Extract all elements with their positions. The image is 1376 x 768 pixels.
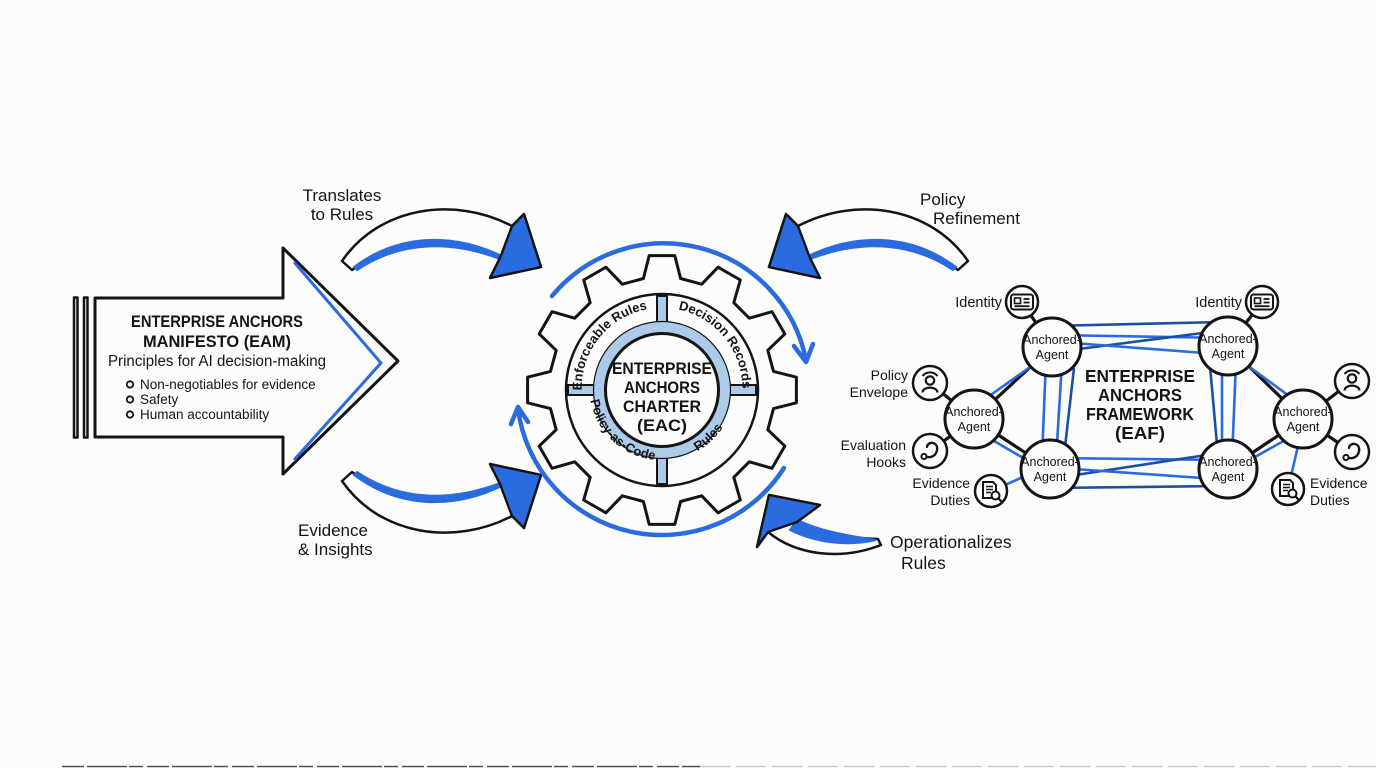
agent-label-line1: Anchored-: [1274, 405, 1332, 419]
agent-circle: [1197, 438, 1259, 500]
flow-label-evidence-2: & Insights: [298, 540, 373, 559]
agent-label-line1: Anchored-: [1199, 332, 1257, 346]
flow-evidence-insights: Evidence & Insights: [298, 462, 543, 559]
identity-label-right: Identity: [1195, 295, 1242, 311]
identity-icon: [1004, 284, 1040, 320]
eam-spine-bar: [82, 296, 89, 439]
evaluation-hooks-label-line2: Hooks: [866, 454, 906, 470]
network-edge: [1051, 333, 1229, 340]
evidence-duties-label-right-line1: Evidence: [1310, 475, 1368, 491]
policy-envelope-label-line2: Envelope: [850, 384, 909, 400]
flow-label-translates-1: Translates: [303, 186, 382, 205]
evidence-duties-icon: [973, 473, 1009, 509]
flow-operationalizes-rules: Operationalizes Rules: [755, 493, 1012, 573]
agent-label-line1: Anchored-: [1021, 455, 1079, 469]
agent-circle: [943, 388, 1005, 450]
agent-label-line1: Anchored-: [945, 405, 1003, 419]
agent-node-left-top: Anchored- Agent: [1021, 316, 1083, 378]
agent-label-line2: Agent: [1212, 470, 1245, 484]
policy-envelope-label-line1: Policy: [871, 367, 908, 383]
flow-arrow-head: [488, 462, 543, 530]
network-edge: [1047, 484, 1223, 490]
agent-node-right-mid: Anchored- Agent: [1272, 388, 1334, 450]
bullet-icon: [125, 380, 135, 389]
agent-node-left-mid: Anchored- Agent: [943, 388, 1005, 450]
policy-envelope-icon: [911, 364, 949, 402]
flow-label-operationalizes-2: Rules: [901, 553, 946, 573]
eam-title-line1: ENTERPRISE ANCHORS: [131, 312, 303, 331]
flow-label-policy-2: Refinement: [933, 209, 1020, 228]
rotation-ring-arc-bottom: [515, 406, 787, 538]
eam-bullet-list: Non-negotiables for evidence Safety Huma…: [125, 377, 316, 422]
agent-circle: [1021, 316, 1083, 378]
evidence-duties-icon: [1270, 471, 1306, 507]
agent-label-line2: Agent: [958, 420, 991, 434]
network-edge: [1047, 320, 1223, 328]
eam-manifesto: ENTERPRISE ANCHORS MANIFESTO (EAM) Princ…: [72, 246, 400, 476]
eaf-title-line2: ANCHORS: [1098, 385, 1182, 405]
eac-charter: Enforceable Rules Decision Records Polic…: [508, 241, 816, 538]
evidence-duties-label-left-line1: Evidence: [912, 475, 970, 491]
agent-circle: [1197, 315, 1259, 377]
bullet-icon: [125, 410, 135, 419]
eam-title-line2: MANIFESTO (EAM): [143, 332, 291, 351]
network-edge: [1062, 367, 1076, 457]
agent-circle: [1019, 438, 1081, 500]
eac-title-line3: CHARTER: [623, 397, 701, 416]
flow-translates-to-rules: Translates to Rules: [303, 186, 543, 280]
eam-arrow-inner-chevron: [292, 261, 383, 462]
evidence-duties-label-right-line2: Duties: [1310, 492, 1350, 508]
agent-node-right-bottom: Anchored- Agent: [1197, 438, 1259, 500]
evaluation-hooks-icon: [911, 432, 949, 470]
flow-arrow-swoosh: [788, 518, 877, 545]
agent-node-right-top: Anchored- Agent: [1197, 315, 1259, 377]
identity-icon: [1244, 284, 1280, 320]
policy-envelope-icon: [1333, 362, 1371, 400]
network-edge: [1055, 450, 1227, 480]
agent-node-left-bottom: Anchored- Agent: [1019, 438, 1081, 500]
charter-center-circle: [604, 332, 720, 448]
eaf-title-line1: ENTERPRISE: [1085, 366, 1195, 386]
flow-policy-refinement: Policy Refinement: [767, 190, 1020, 280]
eam-subtitle: Principles for AI decision-making: [108, 353, 326, 370]
eaf-title-line3: FRAMEWORK: [1086, 404, 1194, 424]
rotation-ring-arc-top: [549, 241, 809, 363]
rotation-ring-arrowhead-right: [791, 341, 816, 365]
bullet-icon: [125, 395, 135, 404]
eaf-title-line4: (EAF): [1115, 423, 1165, 443]
evidence-duties-label-left-line2: Duties: [930, 492, 970, 508]
flow-label-operationalizes-1: Operationalizes: [890, 532, 1012, 552]
evaluation-hooks-label-line1: Evaluation: [841, 437, 906, 453]
eam-arrow-shape: [93, 246, 400, 476]
agent-label-line1: Anchored-: [1199, 455, 1257, 469]
agent-label-line2: Agent: [1287, 420, 1320, 434]
agent-circle: [1272, 388, 1334, 450]
flow-label-policy-1: Policy: [920, 190, 966, 209]
flow-label-translates-2: to Rules: [311, 205, 373, 224]
eac-title-line4: (EAC): [637, 416, 687, 435]
rotation-ring-arrowhead-left: [508, 404, 531, 427]
eac-title-line2: ANCHORS: [624, 378, 700, 397]
agent-label-line2: Agent: [1034, 470, 1067, 484]
flow-arrow-head: [767, 212, 822, 280]
identity-label-left: Identity: [955, 295, 1002, 311]
eam-spine-bar: [72, 296, 79, 439]
network-edge: [1051, 456, 1229, 462]
agent-label-line2: Agent: [1036, 348, 1069, 362]
flow-arrow-head: [488, 212, 543, 280]
eaf-framework: Anchored- Agent Anchored- Agent Anchored…: [841, 284, 1371, 509]
eam-bullet-1: Non-negotiables for evidence: [140, 377, 316, 392]
eam-bullet-3: Human accountability: [140, 407, 269, 422]
eam-bullet-2: Safety: [140, 392, 179, 407]
flow-arrow-head: [755, 493, 822, 549]
agent-label-line1: Anchored-: [1023, 333, 1081, 347]
agent-label-line2: Agent: [1212, 347, 1245, 361]
evaluation-hooks-icon: [1333, 433, 1371, 471]
eac-title-line1: ENTERPRISE: [612, 359, 712, 378]
flow-label-evidence-1: Evidence: [298, 521, 368, 540]
network-edge: [1055, 328, 1227, 354]
